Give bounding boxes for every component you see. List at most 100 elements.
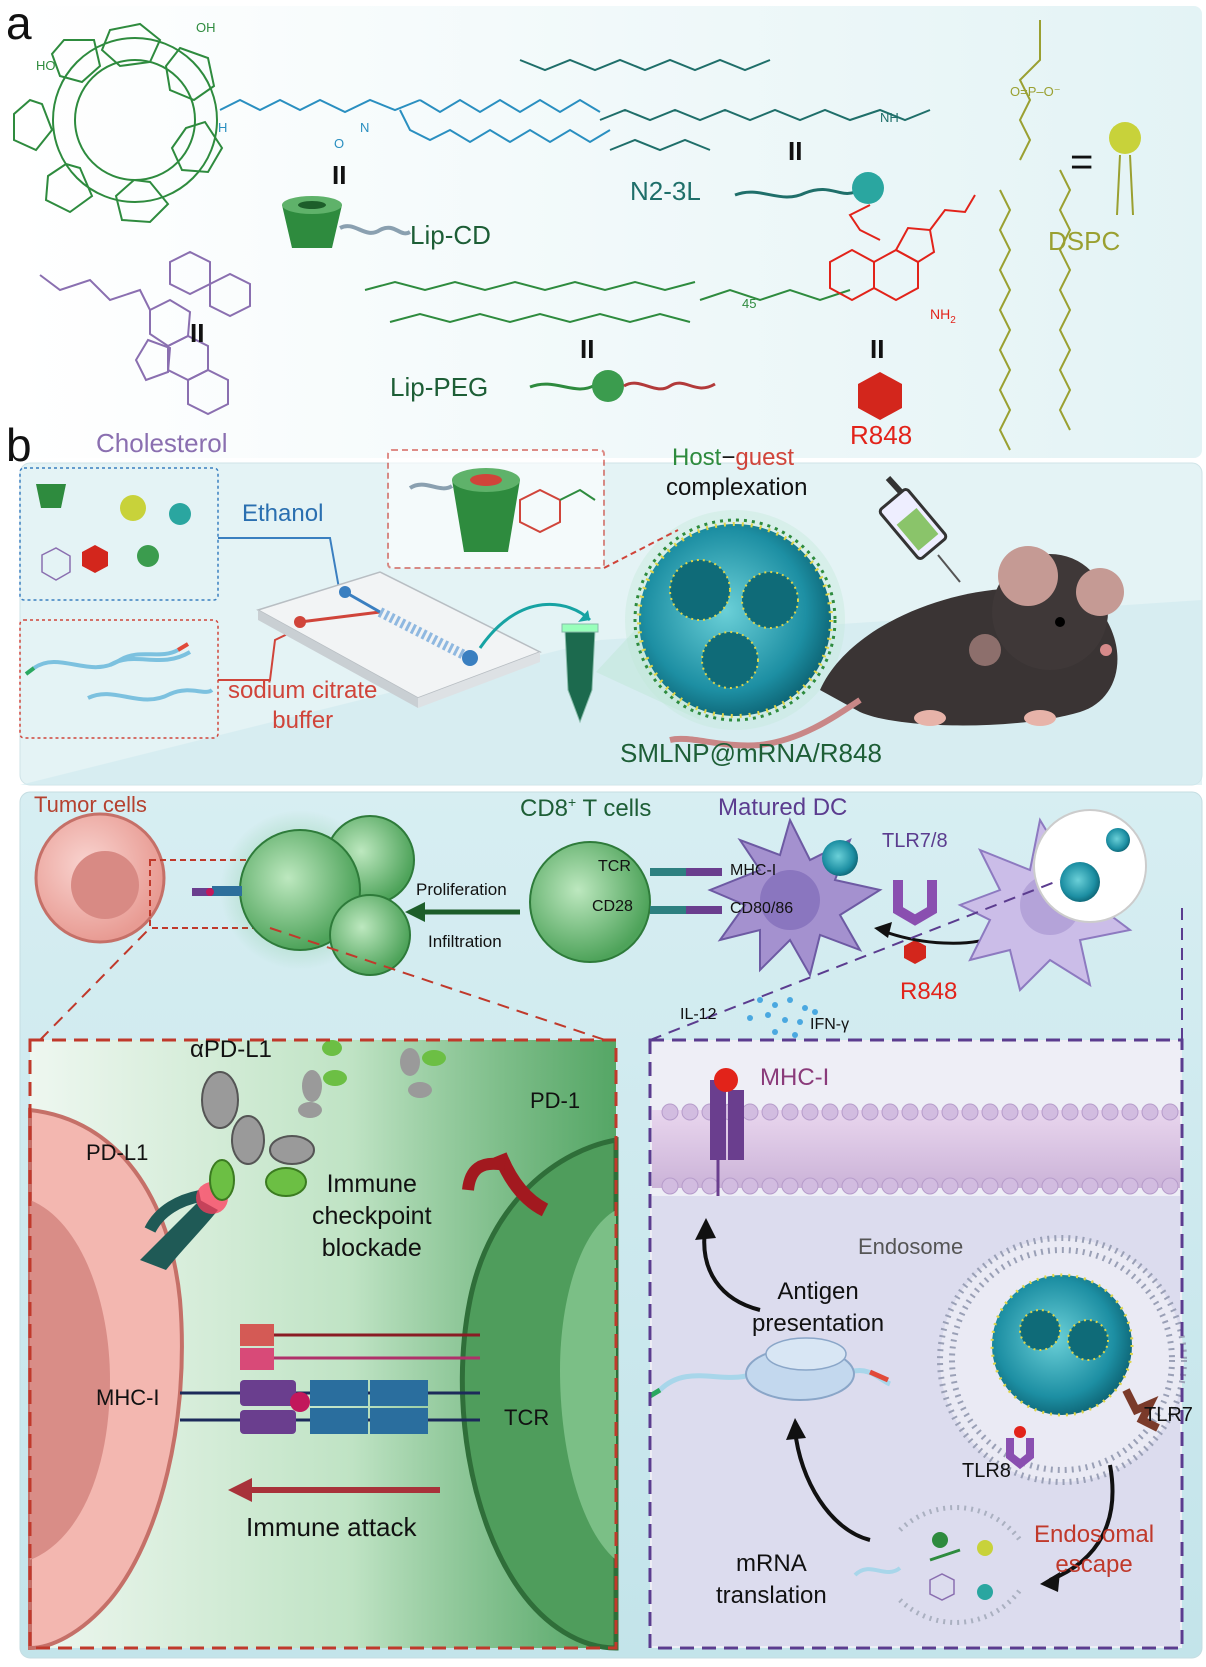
dc-process-box-border bbox=[648, 1038, 1184, 1650]
apdl1-antibody-free-2 bbox=[400, 1048, 446, 1098]
atom-p: O=P–O⁻ bbox=[1010, 84, 1061, 99]
apdl1-antibody-bound bbox=[201, 1071, 315, 1201]
r848-label: R848 bbox=[850, 420, 913, 450]
ribosome-mrna bbox=[648, 1337, 892, 1401]
mrna-translation-label: mRNA translation bbox=[716, 1550, 827, 1609]
apdl1-antibody-free-1 bbox=[298, 1070, 347, 1118]
tcr-mhc-complex bbox=[180, 1324, 480, 1434]
tlr7-label: TLR7 bbox=[1144, 1404, 1193, 1426]
tlr8-receptor bbox=[1006, 1426, 1034, 1470]
checkpoint-blockade-label: Immune checkpoint blockade bbox=[312, 1170, 432, 1262]
t-cell-cluster bbox=[239, 815, 415, 976]
mouse-illustration bbox=[669, 546, 1124, 749]
tcr-checkpoint-label: TCR bbox=[504, 1405, 550, 1430]
ifn-gamma-label: IFN-γ bbox=[810, 1016, 850, 1033]
lip-peg-structure bbox=[364, 280, 851, 324]
atom-h: H bbox=[218, 120, 228, 135]
dspc-structure bbox=[998, 20, 1072, 451]
endosome bbox=[937, 1235, 1187, 1485]
atom-nh2: NH2 bbox=[930, 306, 956, 326]
r848-structure bbox=[829, 194, 976, 302]
dspc-label: DSPC bbox=[1048, 226, 1121, 256]
mhc-i-dc-label: MHC-I bbox=[760, 1064, 830, 1091]
matured-dc-label: Matured DC bbox=[718, 794, 848, 821]
endosomal-escape-cluster bbox=[853, 1505, 1023, 1625]
t-cell-large bbox=[459, 1137, 619, 1651]
nanoparticle-label: SMLNP@mRNA/R848 bbox=[620, 738, 882, 768]
tlr78-label: TLR7/8 bbox=[882, 830, 948, 852]
lipid-mix-icons bbox=[36, 484, 191, 581]
organic-phase-box bbox=[19, 467, 219, 601]
collection-tube bbox=[561, 623, 599, 724]
nanoparticle-in-dc bbox=[822, 840, 858, 876]
atom-n: N bbox=[360, 120, 370, 135]
microfluidic-chip bbox=[256, 571, 542, 708]
panel-a-letter: a bbox=[6, 0, 32, 49]
apdl1-label: αPD-L1 bbox=[190, 1036, 272, 1063]
equivalence-mark-r848: II bbox=[870, 334, 885, 364]
cholesterol-structure bbox=[39, 250, 251, 416]
n2-3l-icon bbox=[734, 172, 884, 204]
host-guest-label: Host−guest bbox=[672, 444, 795, 471]
antigen-presentation-label: Antigen presentation bbox=[752, 1278, 885, 1337]
equivalence-mark-lip-peg: II bbox=[580, 334, 595, 364]
equivalence-mark-lip-cd: II bbox=[332, 160, 347, 190]
peg-repeat-label: 45 bbox=[742, 296, 757, 311]
mhc-i-checkpoint-label: MHC-I bbox=[96, 1385, 160, 1410]
infiltration-label: Infiltration bbox=[428, 932, 502, 951]
cytokine-dots bbox=[747, 997, 818, 1038]
proliferation-label: Proliferation bbox=[416, 880, 507, 899]
n2-3l-structure bbox=[519, 58, 931, 152]
tumor-cell bbox=[34, 812, 166, 944]
lip-peg-label: Lip-PEG bbox=[390, 372, 489, 402]
endosome-label: Endosome bbox=[858, 1234, 964, 1259]
ethanol-label: Ethanol bbox=[242, 500, 324, 527]
pd-l1-label: PD-L1 bbox=[86, 1140, 149, 1165]
mhc-i-membrane-protein bbox=[710, 1068, 744, 1196]
syringe-icon bbox=[878, 475, 961, 583]
cd28-label: CD28 bbox=[592, 898, 633, 915]
complexation-label: complexation bbox=[666, 474, 808, 501]
buffer-label: sodium citrate buffer bbox=[228, 677, 378, 734]
tlr7-receptor bbox=[1122, 1388, 1160, 1432]
cyclodextrin-structure bbox=[13, 22, 224, 224]
cyclodextrin-host-guest-icon bbox=[408, 468, 596, 552]
tcr-mhc-mini bbox=[192, 886, 242, 896]
panel-b-letter: b bbox=[6, 419, 32, 471]
atom-o: O bbox=[334, 136, 345, 151]
lip-cd-structure bbox=[219, 98, 611, 144]
cd8-t-cell bbox=[529, 841, 651, 963]
mrna-strands bbox=[24, 642, 214, 702]
n2-3l-label: N2-3L bbox=[630, 176, 701, 206]
cholesterol-label: Cholesterol bbox=[96, 428, 228, 458]
tlr8-label: TLR8 bbox=[962, 1460, 1011, 1482]
atom-oh: OH bbox=[196, 20, 216, 35]
tumor-cell-large bbox=[28, 1107, 184, 1651]
cd80-86-label: CD80/86 bbox=[730, 900, 794, 917]
tlr78-receptor bbox=[893, 880, 937, 964]
lip-cd-icon bbox=[282, 196, 412, 248]
atom-nh: NH bbox=[880, 110, 899, 125]
pd-1-label: PD-1 bbox=[530, 1088, 581, 1113]
equivalence-mark-cholesterol: II bbox=[190, 318, 205, 348]
equivalence-mark-n2-3l: II bbox=[788, 136, 803, 166]
matured-dendritic-cell bbox=[707, 817, 883, 978]
endosomal-escape-label: Endosomal escape bbox=[1034, 1521, 1155, 1578]
apdl1-antibody-free-3 bbox=[322, 1040, 342, 1056]
cd8-t-cells-label: CD8+ T cells bbox=[520, 794, 652, 822]
checkpoint-box-border bbox=[28, 1038, 618, 1650]
smlnp-nanoparticle bbox=[625, 510, 845, 730]
r848-immune-label: R848 bbox=[900, 978, 958, 1005]
dspc-icon bbox=[1109, 122, 1141, 216]
tcr-receptor-pair bbox=[650, 868, 722, 914]
immune-attack-label: Immune attack bbox=[246, 1512, 417, 1542]
lip-cd-label: Lip-CD bbox=[410, 220, 491, 250]
lip-peg-icon bbox=[529, 370, 716, 402]
pd-1-receptor bbox=[462, 1152, 549, 1217]
atom-ho: HO bbox=[36, 58, 56, 73]
r848-icon bbox=[858, 372, 902, 420]
tumor-cells-label: Tumor cells bbox=[34, 792, 147, 817]
